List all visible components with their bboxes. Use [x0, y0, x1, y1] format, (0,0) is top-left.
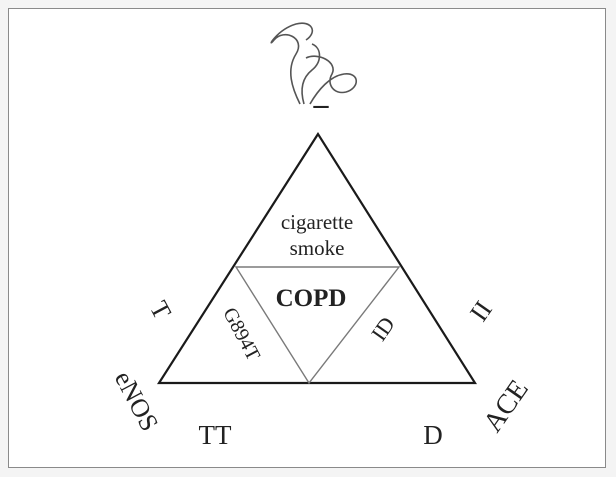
- smoke-icon: [270, 22, 358, 105]
- bottom-left-genotype: TT: [199, 420, 232, 450]
- left-vertex-genotype: T: [144, 296, 177, 324]
- right-vertex-genotype: II: [464, 296, 498, 327]
- figure-frame: [8, 8, 606, 468]
- inner-triangle: [234, 266, 401, 385]
- top-cell-line2: smoke: [290, 236, 345, 260]
- right-cell-label: ID: [366, 312, 400, 345]
- right-gene-label: ACE: [477, 374, 535, 438]
- left-gene-label: eNOS: [109, 366, 164, 436]
- top-marker: –: [313, 88, 330, 121]
- top-cell-line1: cigarette: [281, 210, 353, 234]
- outer-triangle: [156, 131, 477, 385]
- center-label: COPD: [276, 285, 347, 312]
- left-cell-label: G894T: [218, 304, 264, 364]
- bottom-right-genotype: D: [423, 420, 443, 450]
